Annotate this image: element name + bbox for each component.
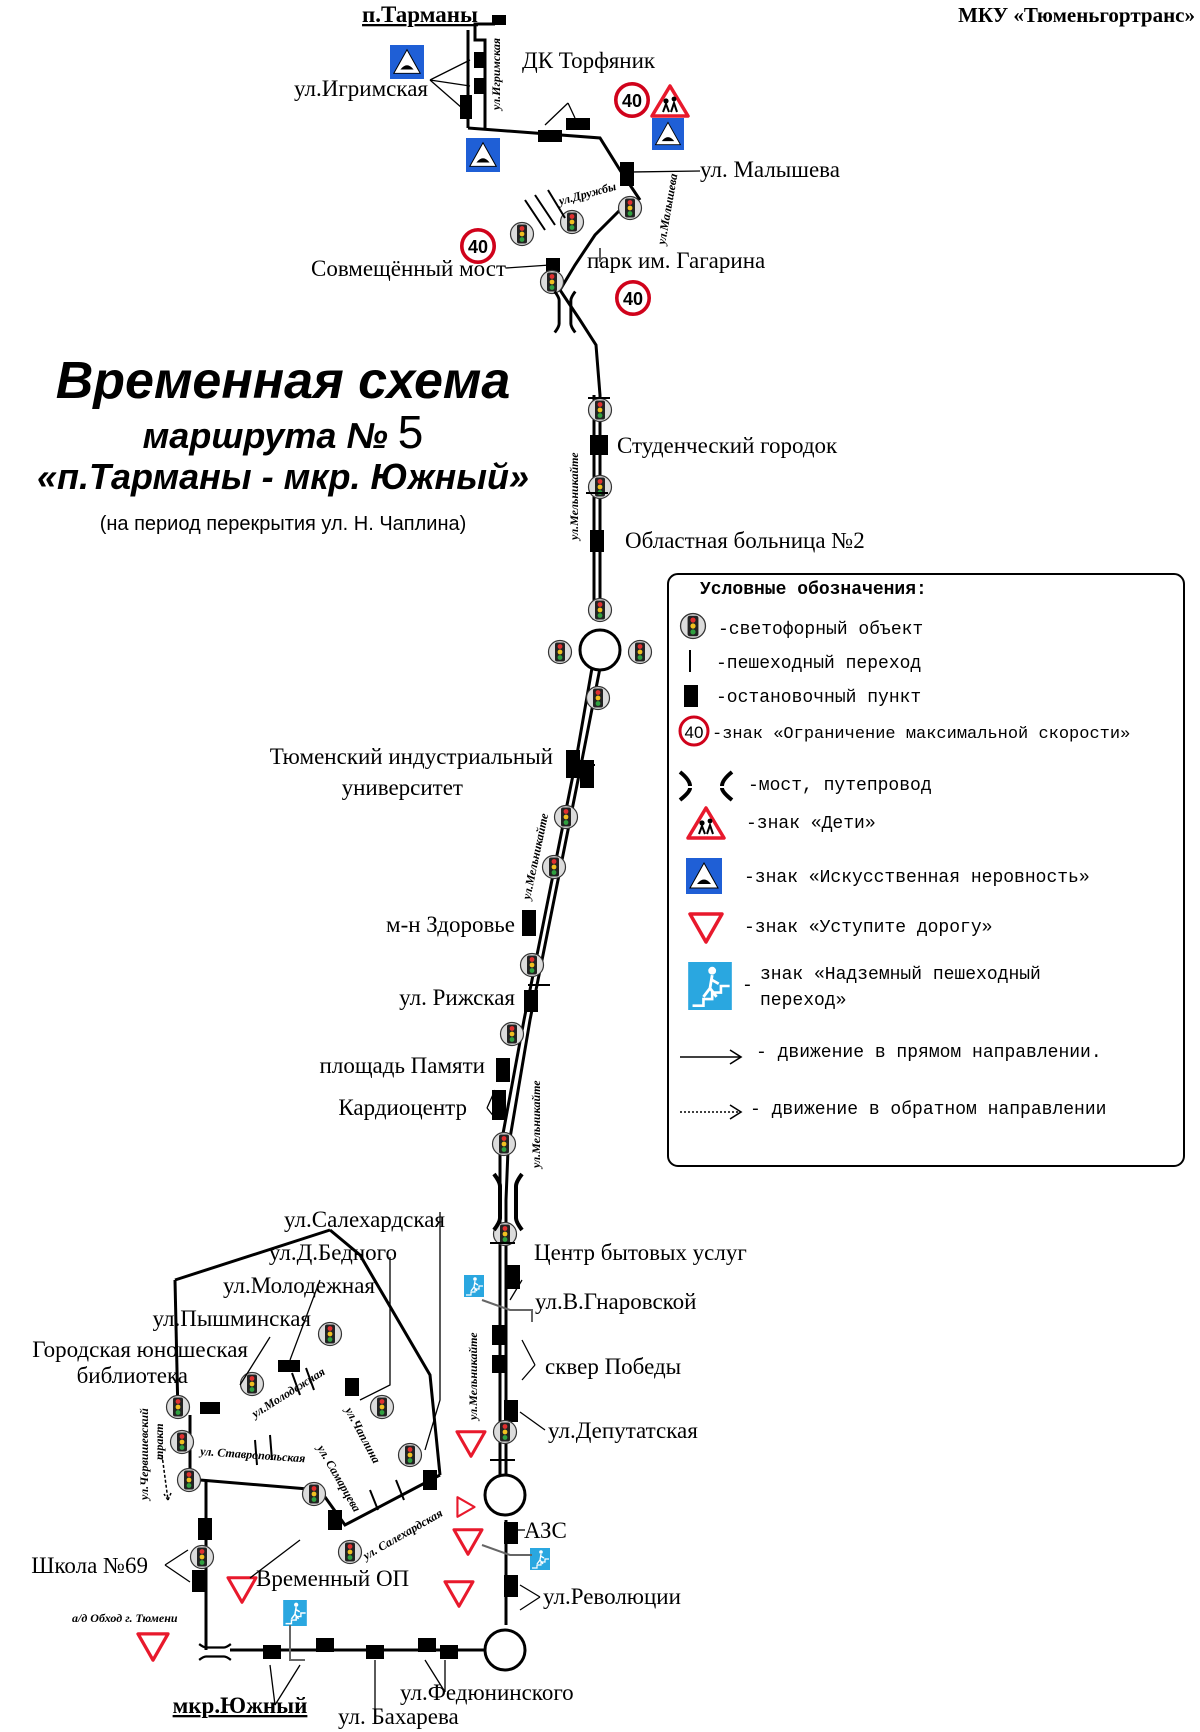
- title-line1: Временная схема: [56, 352, 511, 410]
- legend-stop: -остановочный пункт: [716, 688, 921, 708]
- title-line2: маршрута №: [143, 415, 388, 456]
- svg-text:маршрута № 5: маршрута № 5: [143, 406, 424, 458]
- traffic-light-icon: [679, 612, 707, 640]
- terminus-south: мкр.Южный: [173, 1693, 308, 1718]
- stop-hospital-2: Областная больница №2: [625, 528, 865, 553]
- stop-salekhardskaya: ул.Салехардская: [284, 1207, 445, 1232]
- forward-arrow-icon: [680, 1049, 743, 1065]
- stop-igrimskaya: ул.Игримская: [294, 76, 428, 101]
- svg-text:40: 40: [622, 91, 642, 111]
- legend-children: -знак «Дети»: [746, 814, 876, 834]
- legend-forward: - движение в прямом направлении.: [756, 1043, 1102, 1063]
- speed-bump-sign-icon: [685, 857, 723, 895]
- legend-yield: -знак «Уступите дорогу»: [744, 918, 992, 938]
- stop-bednogo: ул.Д.Бедного: [269, 1240, 397, 1265]
- street-salekhardskaya: ул. Салехардская: [359, 1506, 445, 1564]
- route-number: 5: [398, 406, 424, 458]
- street-chervishevsky-2: тракт: [152, 1423, 166, 1460]
- street-melnikaite-2: ул.Мельникайте: [519, 811, 551, 902]
- stop-azs: АЗС: [524, 1518, 567, 1543]
- legend-traffic-light: -светофорный объект: [718, 619, 923, 640]
- street-obhod: а/д Обход г. Тюмени: [72, 1611, 178, 1625]
- stop-park-gagarina: парк им. Гагарина: [587, 248, 765, 273]
- stop-fedyuninskogo: ул.Федюнинского: [400, 1680, 574, 1705]
- roundabout-south: [483, 1628, 527, 1672]
- stop-gnarovskoy: ул.В.Гнаровской: [535, 1289, 697, 1314]
- street-melnikaite-3: ул.Мельникайте: [529, 1080, 543, 1170]
- bridge-icon: [678, 770, 734, 802]
- stop-deputatskaya: ул.Депутатская: [548, 1418, 698, 1443]
- stop-molodezhnaya: ул.Молодежная: [223, 1273, 375, 1298]
- svg-text:40: 40: [468, 237, 488, 257]
- stop-library-2: библиотека: [77, 1363, 188, 1388]
- speed-limit-icon: [678, 715, 710, 747]
- stop-service-center: Центр бытовых услуг: [534, 1240, 747, 1265]
- street-melnikaite-4: ул.Мельникайте: [466, 1332, 480, 1422]
- street-malysheva: ул.Малышева: [654, 172, 681, 247]
- legend-title: Условные обозначения:: [700, 579, 927, 600]
- stop-skver-pobedy: сквер Победы: [545, 1354, 681, 1379]
- legend-crossing: -пешеходный переход: [716, 654, 921, 674]
- leader-lines: [164, 59, 701, 1710]
- svg-text:40: 40: [685, 723, 704, 742]
- overpass-sign-icon: [686, 960, 734, 1012]
- svg-text:-: -: [742, 976, 753, 996]
- street-druzhby: ул.Дружбы: [555, 179, 617, 208]
- legend-bump: -знак «Искусственная неровность»: [744, 868, 1090, 888]
- street-chervishevsky-1: ул.Червишевский: [137, 1408, 151, 1502]
- roundabout-mid: [483, 1473, 527, 1517]
- stop-industrial-univ-2: университет: [342, 775, 463, 800]
- legend-overpass-1: знак «Надземный пешеходный: [760, 965, 1041, 985]
- legend-backward: - движение в обратном направлении: [750, 1099, 1106, 1120]
- stop-malysheva: ул. Малышева: [700, 157, 840, 182]
- stop-pyshminskaya: ул.Пышминская: [153, 1306, 312, 1331]
- stop-school-69: Школа №69: [31, 1553, 148, 1578]
- stop-bakhareva: ул. Бахарева: [338, 1704, 459, 1729]
- legend: Условные обозначения: -светофорный объек…: [667, 573, 1185, 1167]
- roundabout-north: [578, 628, 622, 672]
- stop-library-1: Городская юношеская: [32, 1337, 248, 1362]
- bus-stops: [192, 15, 634, 1659]
- street-melnikaite-1: ул.Мельникайте: [567, 452, 581, 542]
- legend-speed-limit: -знак «Ограничение максимальной скорости…: [712, 725, 1130, 744]
- legend-bridge: -мост, путепровод: [748, 776, 932, 796]
- legend-overpass-2: переход»: [760, 991, 846, 1011]
- street-igrimskaya: ул.Игримская: [489, 38, 503, 112]
- speed-limit-signs: 40 40 40: [459, 82, 652, 317]
- pedestrian-crossings: [254, 189, 610, 1511]
- stop-dk-torfyanik: ДК Торфяник: [522, 48, 656, 73]
- stop-kardiocentr: Кардиоцентр: [338, 1095, 467, 1120]
- stop-ploshchad-pamyati: площадь Памяти: [320, 1053, 485, 1078]
- stop-temp-op: Временный ОП: [256, 1566, 409, 1591]
- svg-text:40: 40: [623, 289, 643, 309]
- street-stavropolskaya: ул. Ставропольская: [198, 1444, 306, 1465]
- stop-sovmeshchenny-most: Совмещённый мост: [311, 256, 506, 281]
- bus-stop-icon: [684, 685, 698, 707]
- title-note: (на период перекрытия ул. Н. Чаплина): [100, 513, 467, 535]
- stop-rizhskaya: ул. Рижская: [399, 985, 515, 1010]
- stop-industrial-univ-1: Тюменский индустриальный: [270, 744, 553, 769]
- backward-arrow-icon: [680, 1104, 743, 1120]
- org-name: МКУ «Тюменьгортранс»: [958, 3, 1195, 27]
- title-line3: «п.Тарманы - мкр. Южный»: [37, 456, 529, 497]
- stop-revolyutsii: ул.Революции: [543, 1584, 681, 1609]
- terminus-north: п.Тарманы: [362, 2, 478, 27]
- stop-zdorovye: м-н Здоровье: [386, 912, 515, 937]
- stop-student-town: Студенческий городок: [617, 433, 838, 458]
